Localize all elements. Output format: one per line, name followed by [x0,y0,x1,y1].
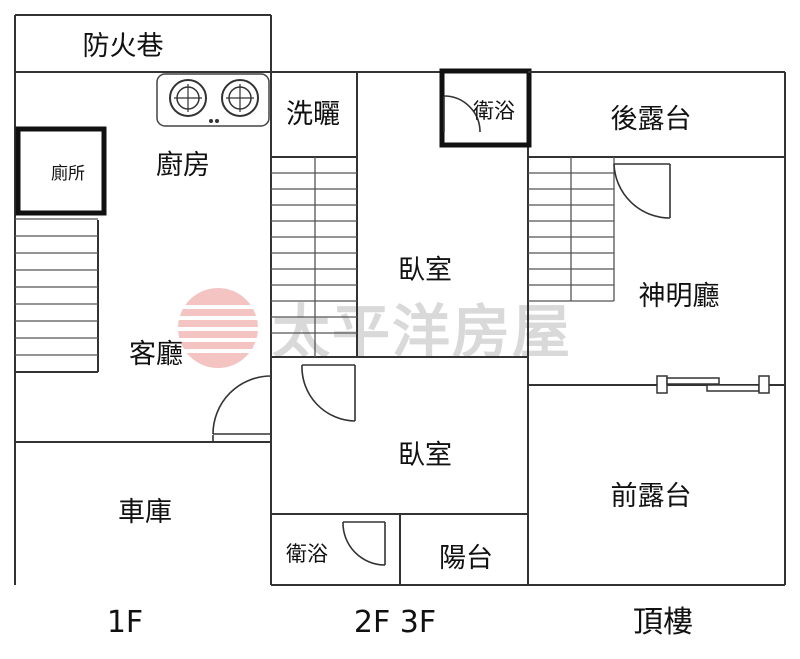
room-label-bath-upper: 衛浴 [473,99,515,123]
room-label-balcony: 陽台 [439,543,493,574]
room-label-kitchen: 廚房 [156,150,210,181]
door-bedroom-lower [301,364,356,422]
door-bath-upper [443,95,481,133]
door-bath-lower [342,521,386,566]
floor-label-1f: 1F [107,605,143,640]
stove-icon [156,73,270,127]
staircase-1f [15,218,98,356]
sliding-door-front-terrace [656,375,770,394]
floor-label-rooftop: 頂樓 [633,605,693,640]
floor-1f-walls [14,14,272,585]
room-label-toilet-1f: 廁所 [51,163,85,184]
toilet-1f-box [15,126,107,216]
staircase-rooftop [528,157,615,302]
watermark-text: 太平洋房屋 [272,298,572,366]
bath-upper-box [439,68,532,148]
room-label-shrine-hall: 神明廳 [639,281,720,312]
door-shrine-hall [613,163,671,219]
room-label-fire-lane: 防火巷 [83,31,164,62]
watermark-logo-icon [176,288,262,368]
room-label-living-room: 客廳 [129,339,183,370]
room-label-garage: 車庫 [118,497,172,528]
staircase-2f3f [271,157,357,357]
room-label-bath-lower: 衛浴 [286,542,328,566]
room-label-rear-terrace: 後露台 [611,104,692,135]
room-label-laundry: 洗曬 [286,99,340,130]
room-label-bedroom-upper: 臥室 [398,255,452,286]
room-label-front-terrace: 前露台 [611,481,692,512]
room-label-bedroom-lower: 臥室 [398,440,452,471]
floor-label-2f-3f: 2F 3F [354,605,436,640]
watermark: 太平洋房屋 [176,288,572,368]
door-1f-living [212,375,272,442]
